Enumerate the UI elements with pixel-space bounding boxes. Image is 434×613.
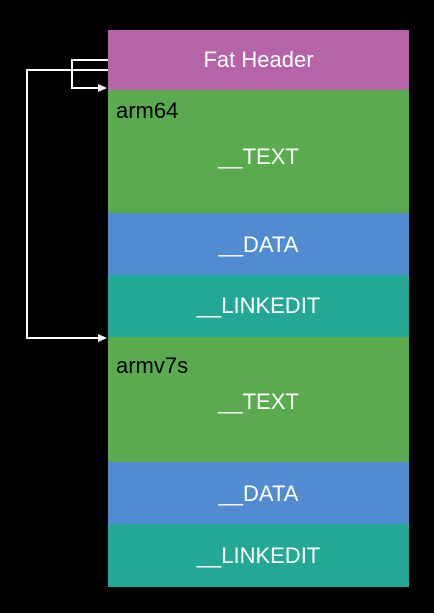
slice-arm64-data-segment: __DATA — [108, 213, 409, 275]
slice-armv7s-text-segment: armv7s __TEXT — [108, 337, 409, 462]
fat-header-label: Fat Header — [203, 47, 314, 72]
slice-arm64-text-segment: arm64 __TEXT — [108, 90, 409, 213]
text-segment-label: __TEXT — [218, 144, 299, 169]
arch-label-arm64: arm64 — [116, 98, 179, 123]
slice-arm64-linkedit-segment: __LINKEDIT — [108, 275, 409, 337]
arrow-to-arm64 — [71, 59, 108, 92]
fat-header: Fat Header — [108, 30, 409, 90]
slice-armv7s-linkedit-segment: __LINKEDIT — [108, 524, 409, 587]
arrow-to-armv7s — [26, 69, 108, 342]
linkedit-segment-label: __LINKEDIT — [196, 293, 321, 318]
data-segment-label: __DATA — [218, 481, 299, 506]
data-segment-label: __DATA — [218, 232, 299, 257]
slice-armv7s-data-segment: __DATA — [108, 462, 409, 524]
linkedit-segment-label: __LINKEDIT — [196, 543, 321, 568]
text-segment-label: __TEXT — [218, 389, 299, 414]
arch-label-armv7s: armv7s — [116, 353, 189, 378]
